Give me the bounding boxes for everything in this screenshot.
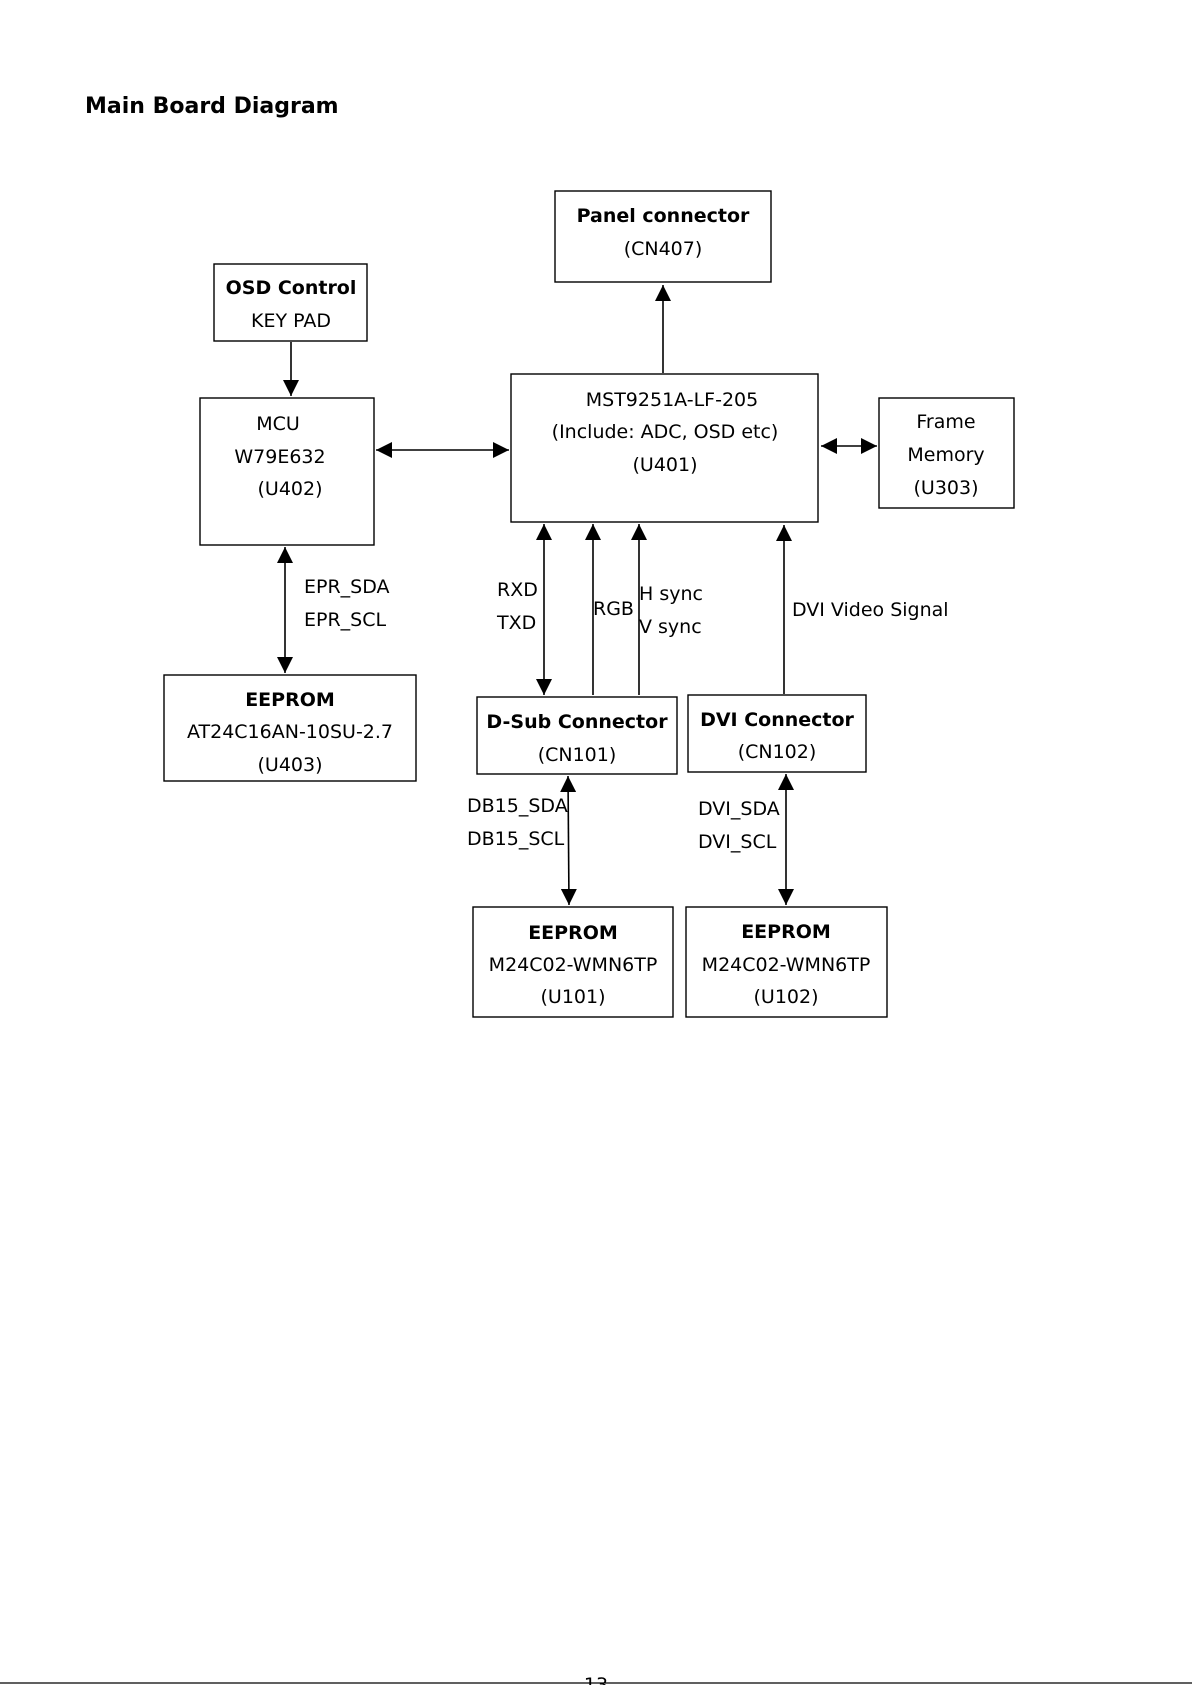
- panel-connector-title: Panel connector: [577, 205, 750, 227]
- dvi-video-signal-label: DVI Video Signal: [792, 599, 949, 621]
- frame-memory-label: Frame: [916, 411, 975, 433]
- mcu-box: [199, 397, 375, 546]
- dvi-connector-ref: (CN102): [738, 741, 817, 763]
- scaler-description: (Include: ADC, OSD etc): [552, 421, 779, 443]
- db15-scl-label: DB15_SCL: [467, 828, 565, 850]
- scaler-box: [510, 373, 819, 523]
- eeprom-u101-part-number: M24C02-WMN6TP: [489, 954, 658, 976]
- osd-control-title: OSD Control: [226, 277, 357, 299]
- panel-connector-ref: (CN407): [624, 238, 703, 260]
- epr-sda-label: EPR_SDA: [304, 576, 390, 598]
- panel-connector-box: [554, 190, 772, 283]
- eeprom-u403-ref: (U403): [258, 754, 323, 776]
- eeprom-u403-part-number: AT24C16AN-10SU-2.7: [187, 721, 393, 743]
- dvi-connector-box: [687, 694, 867, 773]
- scaler-ref: (U401): [633, 454, 698, 476]
- page-title: Main Board Diagram: [85, 94, 339, 119]
- mcu-label: MCU: [256, 413, 300, 435]
- dsub-connector-title: D-Sub Connector: [486, 711, 668, 733]
- dsub-connector-box: [476, 696, 678, 775]
- eeprom-u101-box: [472, 906, 674, 1018]
- frame-memory-label-2: Memory: [907, 444, 984, 466]
- eeprom-u403-box: [163, 674, 417, 782]
- eeprom-u102-title: EEPROM: [741, 921, 831, 943]
- rgb-label: RGB: [593, 598, 634, 620]
- osd-keypad-label: KEY PAD: [251, 310, 331, 332]
- dvi-sda-label: DVI_SDA: [698, 798, 780, 820]
- dvi-connector-title: DVI Connector: [700, 709, 854, 731]
- eeprom-u403-title: EEPROM: [245, 689, 335, 711]
- db15-i2c-arrow: [560, 775, 577, 906]
- rxd-label: RXD: [497, 579, 538, 601]
- txd-label: TXD: [496, 612, 536, 634]
- scaler-part-number: MST9251A-LF-205: [586, 389, 758, 411]
- h-sync-label: H sync: [639, 583, 703, 605]
- mcu-ref: (U402): [258, 478, 323, 500]
- eeprom-u101-title: EEPROM: [528, 922, 618, 944]
- frame-memory-box: [878, 397, 1015, 509]
- eeprom-u102-ref: (U102): [754, 986, 819, 1008]
- dsub-connector-ref: (CN101): [538, 744, 617, 766]
- mcu-part-number: W79E632: [234, 446, 325, 468]
- epr-scl-label: EPR_SCL: [304, 609, 386, 631]
- eeprom-u102-part-number: M24C02-WMN6TP: [702, 954, 871, 976]
- eeprom-u101-ref: (U101): [541, 986, 606, 1008]
- frame-memory-ref: (U303): [914, 477, 979, 499]
- v-sync-label: V sync: [639, 616, 702, 638]
- osd-control-box: [213, 263, 368, 342]
- db15-sda-label: DB15_SDA: [467, 795, 568, 817]
- eeprom-u102-box: [685, 906, 888, 1018]
- dvi-scl-label: DVI_SCL: [698, 831, 777, 853]
- page-number: 13: [584, 1674, 608, 1685]
